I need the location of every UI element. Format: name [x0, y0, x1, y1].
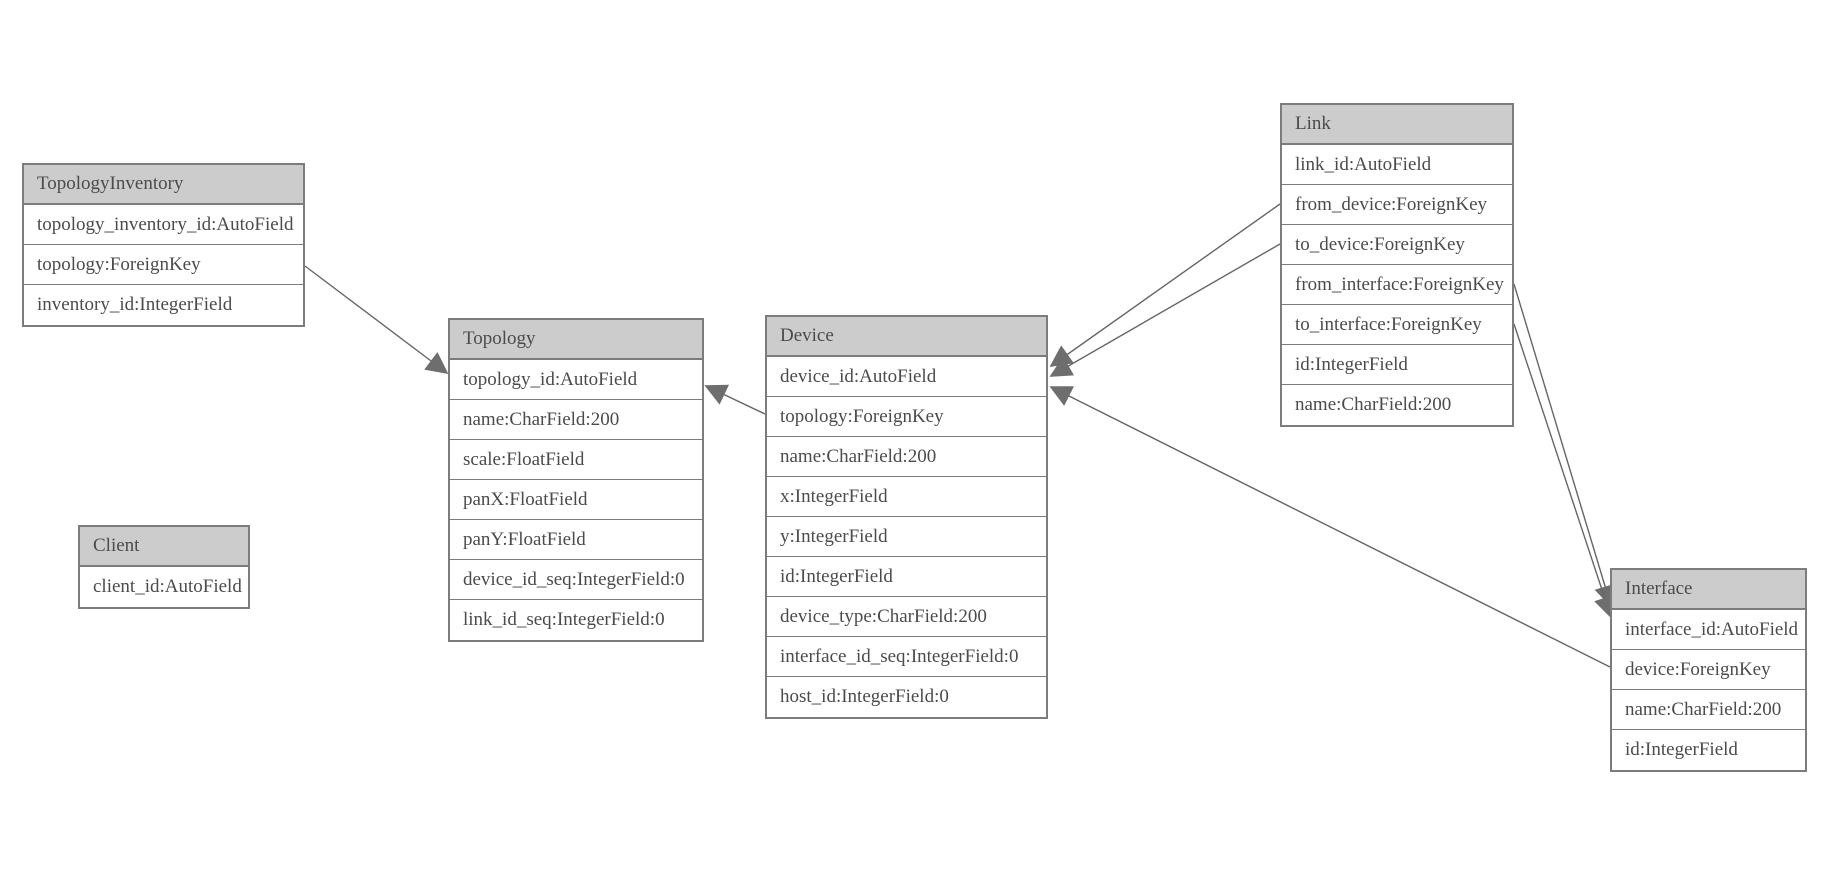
field-row-topology_id: topology_id:AutoField	[450, 360, 702, 400]
entity-title-topology: Topology	[450, 320, 702, 360]
field-row-panY: panY:FloatField	[450, 520, 702, 560]
field-row-to_device: to_device:ForeignKey	[1282, 225, 1512, 265]
field-row-name: name:CharField:200	[1295, 394, 1452, 415]
field-row-topology: topology:ForeignKey	[767, 397, 1046, 437]
relation-link-to-interface-to-interface-interface-id	[1513, 323, 1616, 619]
field-row-from_interface: from_interface:ForeignKey	[1282, 265, 1512, 305]
field-row-y: y:IntegerField	[767, 517, 1046, 557]
field-row-device_id: device_id:AutoField	[767, 357, 1046, 397]
field-row-device_type: device_type:CharField:200	[767, 597, 1046, 637]
relation-link-from-interface-to-interface-interface-id	[1513, 283, 1616, 608]
field-row-to_interface: to_interface:ForeignKey	[1282, 305, 1512, 345]
relation-interface-device-to-device-device-id	[1049, 386, 1611, 668]
field-row-scale: scale:FloatField	[450, 440, 702, 480]
field-row-name: name:CharField:200	[1612, 690, 1805, 730]
field-row-link_id: link_id:AutoField	[1282, 145, 1512, 185]
field-row-id: id:IntegerField	[1282, 345, 1512, 385]
field-row-device: device:ForeignKey	[1612, 650, 1805, 690]
field-row-name: name:CharField:200	[450, 400, 702, 440]
field-row-client_id: client_id:AutoField	[93, 576, 242, 597]
entity-title-topologyinventory: TopologyInventory	[24, 165, 303, 205]
field-row-x: x:IntegerField	[767, 477, 1046, 517]
field-row-device_id_seq: device_id_seq:IntegerField:0	[450, 560, 702, 600]
field-row-panX: panX:FloatField	[450, 480, 702, 520]
field-row-topology: topology:ForeignKey	[24, 245, 303, 285]
field-row-host_id: host_id:IntegerField:0	[780, 686, 949, 707]
field-row-id: id:IntegerField	[767, 557, 1046, 597]
entity-title-interface: Interface	[1612, 570, 1805, 610]
relation-link-from-device-to-device-device-id	[1049, 203, 1281, 368]
field-row-from_device: from_device:ForeignKey	[1282, 185, 1512, 225]
field-row-id: id:IntegerField	[1625, 739, 1738, 760]
field-row-topology_inventory_id: topology_inventory_id:AutoField	[24, 205, 303, 245]
entity-title-client: Client	[80, 527, 248, 567]
field-row-name: name:CharField:200	[767, 437, 1046, 477]
field-row-interface_id: interface_id:AutoField	[1612, 610, 1805, 650]
field-row-interface_id_seq: interface_id_seq:IntegerField:0	[767, 637, 1046, 677]
relation-topologyinventory-topology-to-topology-topology-id	[304, 265, 449, 375]
field-row-inventory_id: inventory_id:IntegerField	[37, 294, 233, 315]
entity-title-device: Device	[767, 317, 1046, 357]
entity-client: Client client_id:AutoField	[78, 525, 250, 609]
relation-link-to-device-to-device-device-id	[1049, 243, 1281, 377]
entity-title-link: Link	[1282, 105, 1512, 145]
relation-device-topology-to-topology-topology-id	[704, 384, 766, 415]
field-row-link_id_seq: link_id_seq:IntegerField:0	[463, 609, 665, 630]
